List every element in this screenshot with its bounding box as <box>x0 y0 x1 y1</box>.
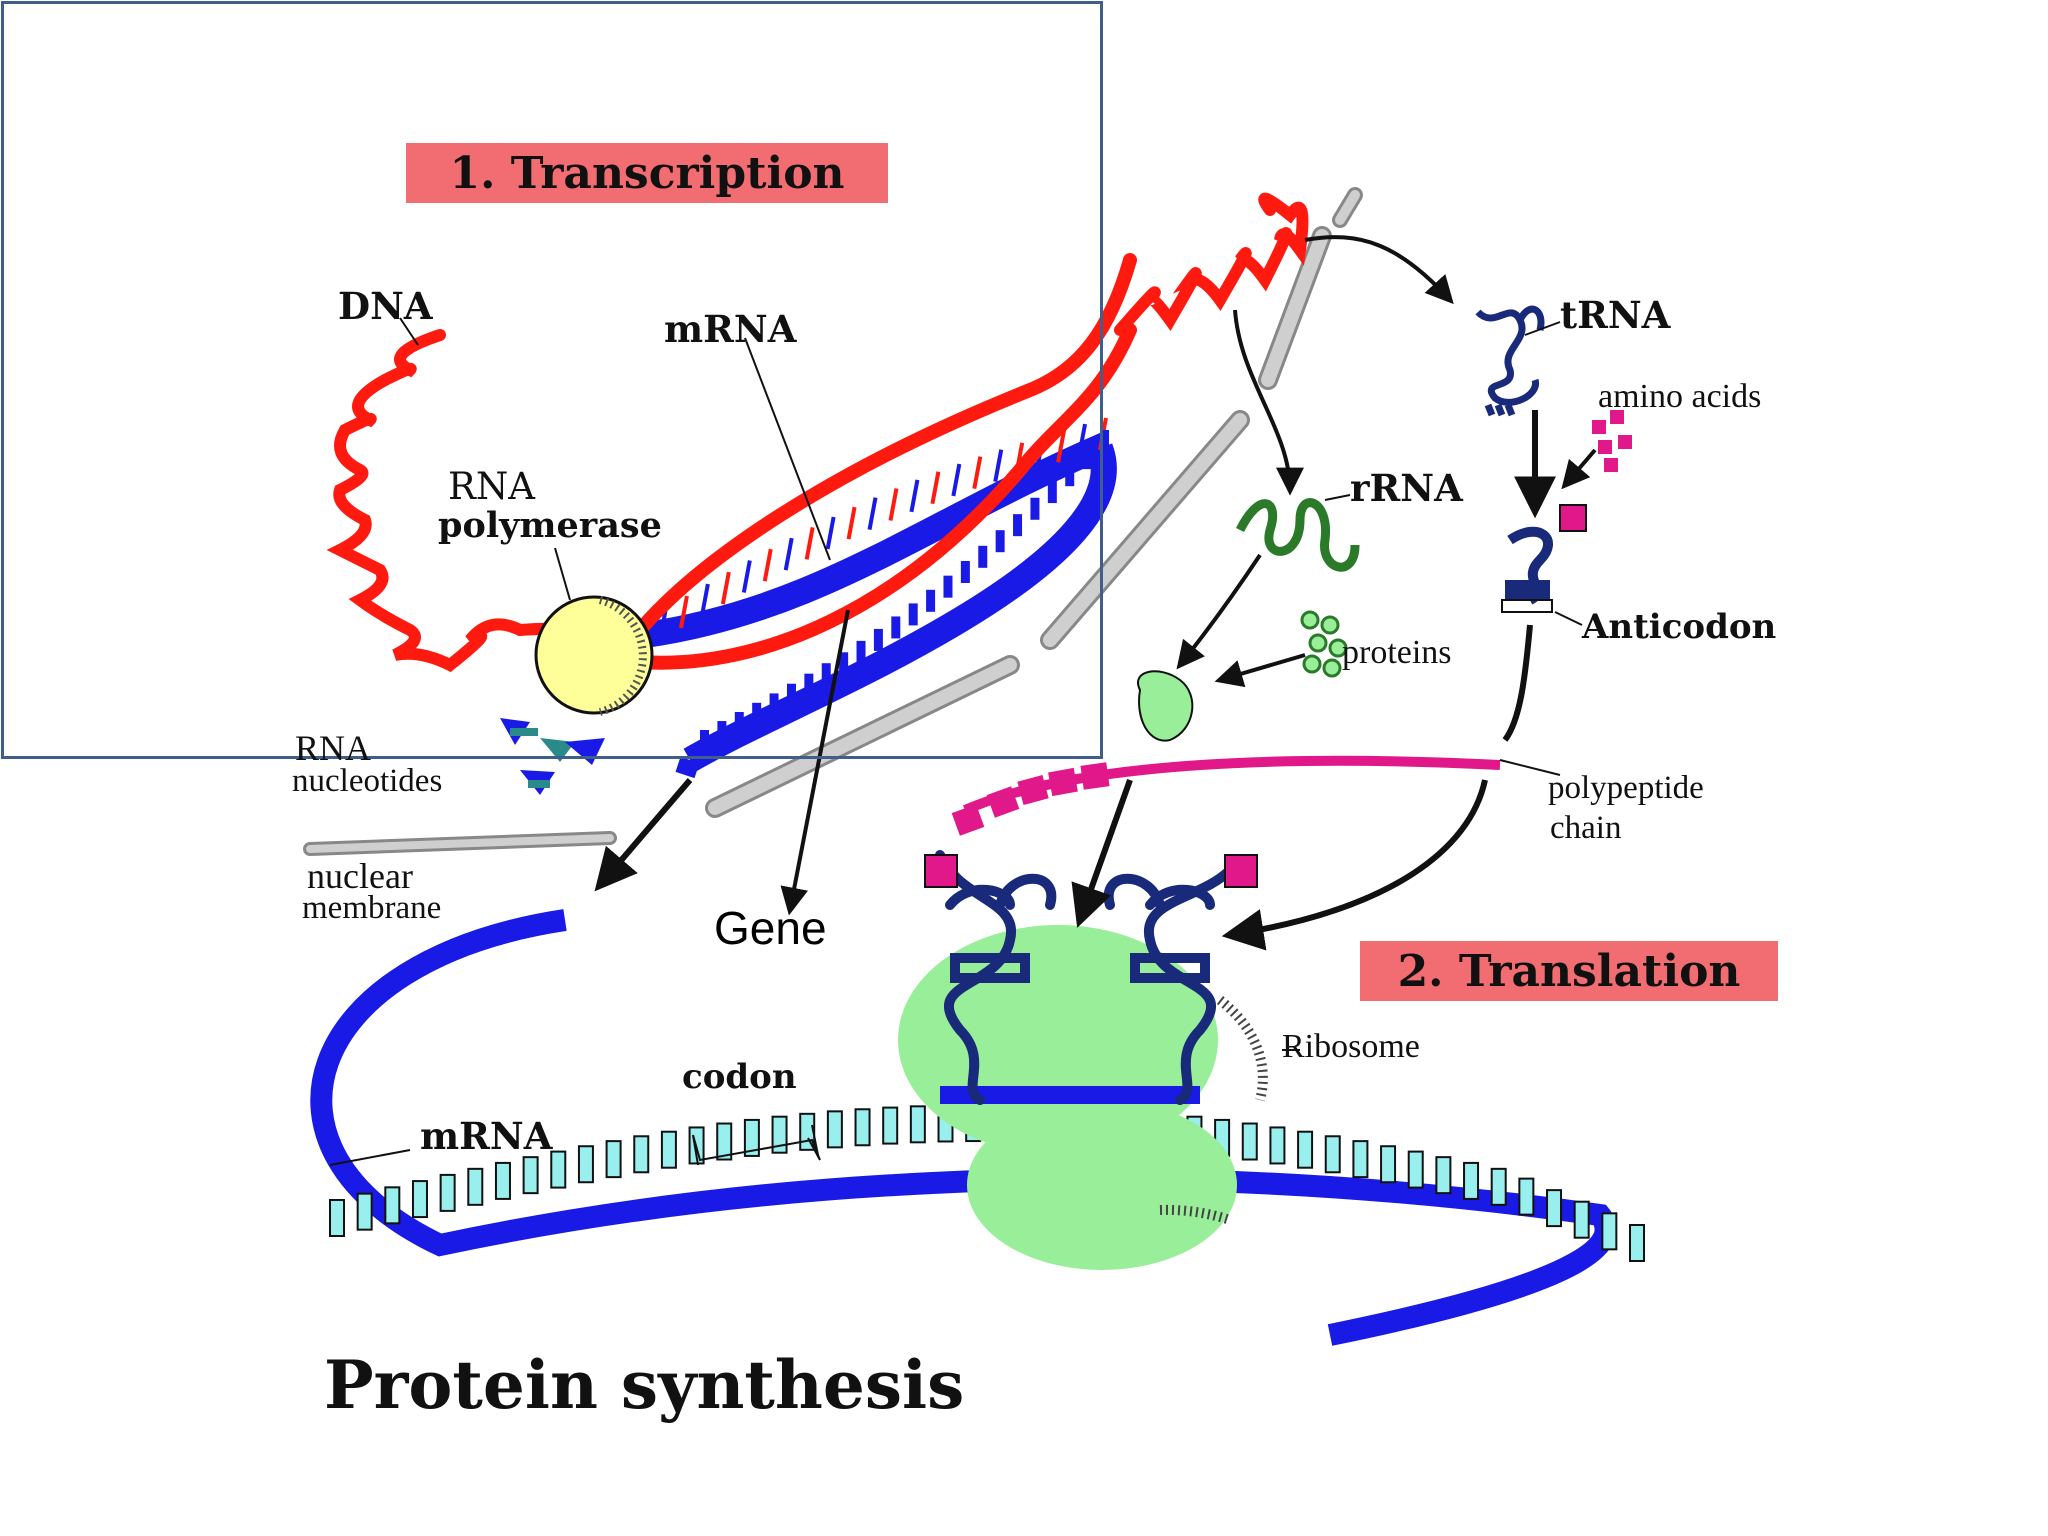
ribosome-subunit <box>1137 670 1194 742</box>
polypeptide-chain <box>951 755 1501 836</box>
label-leader-lines <box>329 317 1583 1166</box>
trna-molecule <box>1475 305 1545 417</box>
label-dna: DNA <box>338 284 433 328</box>
label-mrna-bottom: mRNA <box>420 1114 553 1158</box>
amino-acids-in-ribosome <box>924 854 1258 888</box>
rna-nucleotides <box>500 718 605 795</box>
amino-acids-pile <box>1592 410 1632 472</box>
label-anticodon: Anticodon <box>1582 607 1777 647</box>
label-polypeptide-line1: polypeptide <box>1548 770 1704 806</box>
label-rna-polymerase-line2: polymerase <box>438 505 662 546</box>
label-proteins: proteins <box>1342 634 1452 671</box>
transcription-highlight-box <box>1 1 1103 759</box>
label-mrna-top: mRNA <box>664 307 797 351</box>
process-arrows <box>594 235 1597 951</box>
label-gene: Gene <box>714 902 827 954</box>
label-nuclear-membrane-line1: nuclear <box>307 856 413 896</box>
label-nuclear-membrane-line2: membrane <box>302 890 442 926</box>
label-amino-acids: amino acids <box>1598 378 1762 415</box>
label-codon: codon <box>682 1057 797 1097</box>
transcription-banner: 1. Transcription <box>406 143 888 203</box>
trna-in-ribosome <box>935 850 1235 1105</box>
label-rna-polymerase-line1: RNA <box>448 465 535 508</box>
label-rna-nucleotides-line1: RNA <box>295 728 372 768</box>
rna-polymerase <box>534 595 654 716</box>
label-rna-nucleotides-line2: nucleotides <box>292 763 443 799</box>
label-ribosome: Ribosome <box>1282 1028 1420 1065</box>
label-rrna: rRNA <box>1350 466 1463 510</box>
label-polypeptide-line2: chain <box>1550 810 1622 846</box>
nuclear-membrane <box>303 187 1363 856</box>
diagram-title: Protein synthesis <box>324 1346 965 1424</box>
label-trna: tRNA <box>1560 293 1671 337</box>
rrna-molecule <box>1235 498 1360 572</box>
mrna-strand-transcription <box>643 433 1117 779</box>
translation-banner: 2. Translation <box>1360 941 1778 1001</box>
proteins-cluster <box>1300 610 1348 678</box>
charged-trna <box>1501 504 1587 613</box>
